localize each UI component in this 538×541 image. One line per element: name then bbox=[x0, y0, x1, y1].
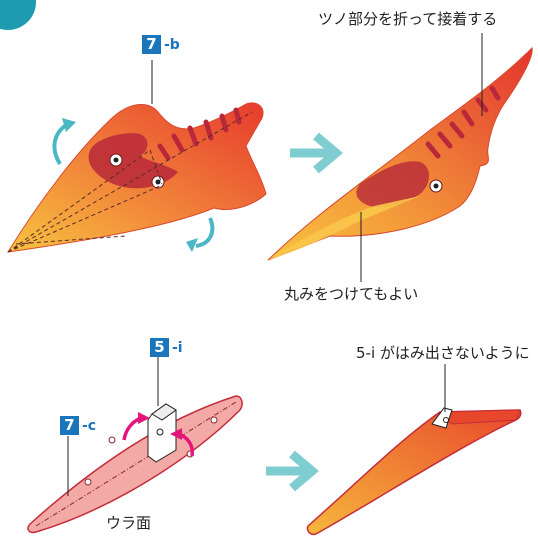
part-tag-7c: 7 -c bbox=[60, 416, 96, 435]
next-step-arrow-icon bbox=[266, 450, 319, 492]
part-suffix: -b bbox=[164, 36, 180, 53]
part-number: 7 bbox=[60, 416, 79, 435]
part-tag-5i: 5 -i bbox=[150, 338, 183, 357]
back-side-label: ウラ面 bbox=[106, 514, 152, 532]
part-tag-7b: 7 -b bbox=[142, 35, 180, 54]
part-number: 5 bbox=[150, 338, 169, 357]
base-plate-back bbox=[27, 395, 243, 534]
note-no-overhang: 5-i がはみ出さないように bbox=[356, 344, 530, 362]
next-step-arrow-icon bbox=[290, 132, 343, 174]
note-glue-horn: ツノ部分を折って接着する bbox=[318, 10, 498, 28]
note-curve-ok: 丸みをつけてもよい bbox=[284, 285, 419, 303]
part-suffix: -i bbox=[172, 339, 183, 356]
part-suffix: -c bbox=[82, 417, 97, 434]
base-stick-folded bbox=[306, 407, 522, 536]
part-number: 7 bbox=[142, 35, 161, 54]
head-piece-flat bbox=[7, 102, 267, 253]
step-corner-badge bbox=[0, 0, 36, 30]
rotate-arrow-icon bbox=[195, 217, 215, 248]
